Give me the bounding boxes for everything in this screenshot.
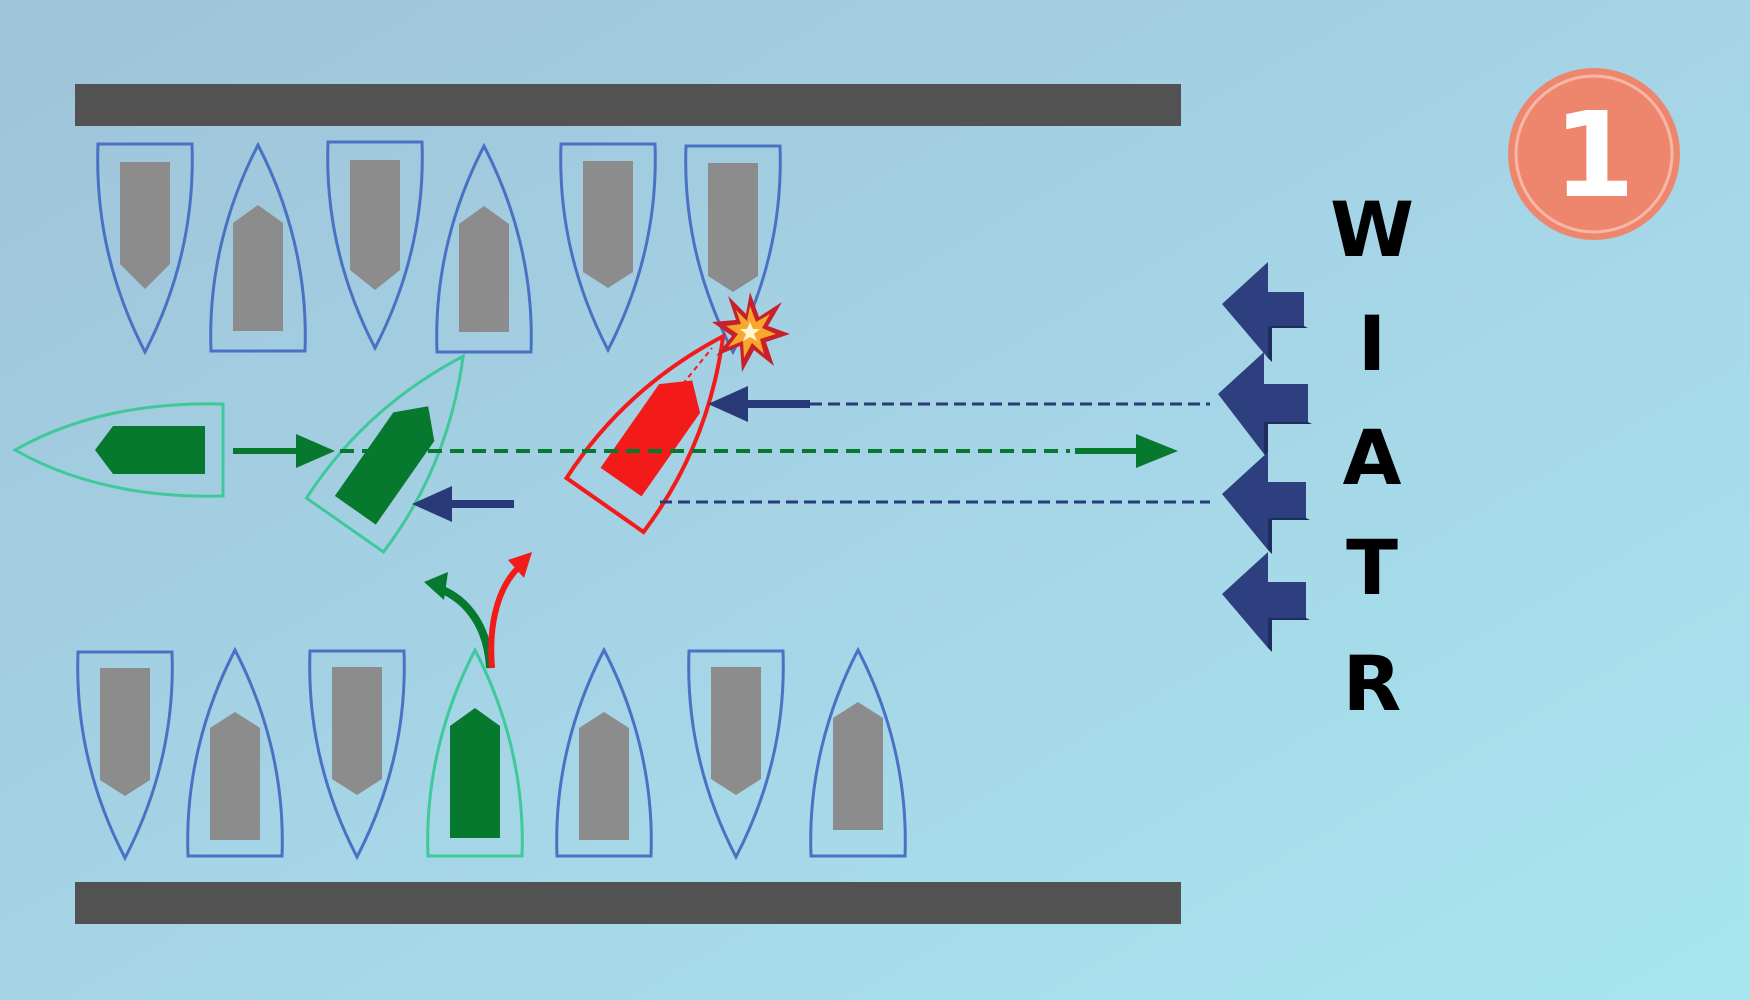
wind-letter: T: [1346, 523, 1398, 612]
moored-boat: [76, 650, 174, 862]
wind-arrow-icon: [1222, 262, 1308, 362]
red-heading-line: [659, 347, 713, 413]
red-turn-arrow: [488, 552, 532, 669]
green-boat-moored-origin: [426, 646, 524, 858]
moored-boat: [326, 140, 424, 352]
moored-boat: [809, 646, 907, 858]
green-course-line: [233, 434, 1178, 468]
moored-boat: [684, 144, 782, 356]
moored-boat: [687, 649, 785, 861]
collision-icon: [712, 292, 790, 372]
moored-boat: [555, 646, 653, 858]
moored-boat: [186, 646, 284, 858]
wind-letter: A: [1343, 413, 1402, 502]
moored-boats-top: [96, 140, 782, 356]
wind-arrow-icon: [1222, 552, 1310, 652]
wind-label: W I A T R: [1330, 185, 1414, 728]
green-boat-underway: [11, 402, 225, 498]
pier-bottom: [75, 882, 1181, 924]
wind-arrow-icon: [1218, 352, 1312, 458]
moored-boat: [559, 142, 657, 354]
moored-boat: [209, 141, 307, 353]
moored-boat: [96, 142, 194, 356]
wind-letter: I: [1358, 299, 1386, 388]
moored-boats-bottom: [76, 646, 907, 862]
step-number: 1: [1553, 86, 1635, 224]
pier-top: [75, 84, 1181, 126]
step-badge: 1: [1508, 68, 1680, 240]
moored-boat: [435, 142, 533, 354]
red-boat: [563, 332, 726, 535]
wind-letter: R: [1343, 639, 1402, 728]
wind-arrow-icon: [1222, 452, 1310, 554]
wind-drift-line-upper: [708, 386, 1210, 422]
wind-drift-line-lower: [412, 486, 1210, 522]
moored-boat: [308, 649, 406, 861]
wind-arrows: [1218, 262, 1312, 652]
wind-letter: W: [1330, 185, 1414, 274]
